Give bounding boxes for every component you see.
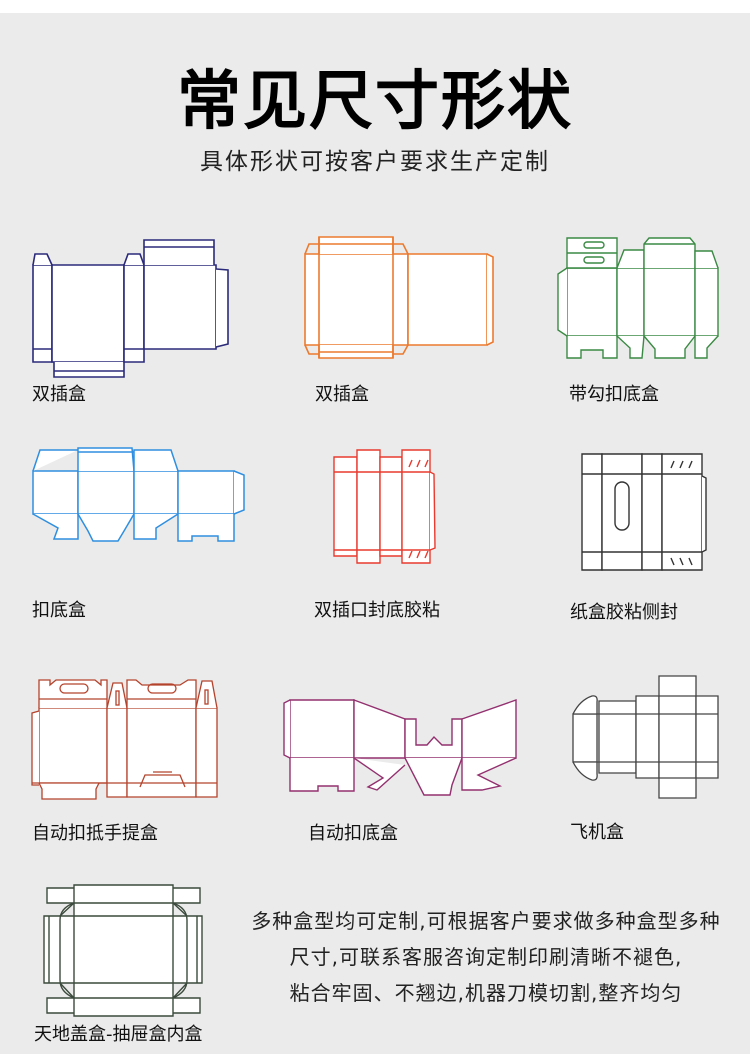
shape-card-double-tuck-navy: 双插盒 [30, 232, 260, 405]
description-line: 粘合牢固、不翘边,机器刀模切割,整齐均匀 [289, 981, 683, 1005]
description-line: 多种盒型均可定制,可根据客户要求做多种盒型多种 [251, 909, 721, 933]
shape-label: 带勾扣底盒 [569, 384, 659, 405]
shape-label: 纸盒胶粘侧封 [570, 602, 678, 623]
shape-card-tuck-glued-bottom: 双插口封底胶粘 [314, 449, 514, 626]
auto-lock-handle-box-dieline-icon [31, 679, 218, 800]
shape-label: 双插盒 [315, 384, 369, 405]
shape-label: 飞机盒 [570, 822, 624, 843]
shape-label: 自动扣底盒 [308, 823, 398, 844]
shape-label: 扣底盒 [32, 600, 86, 621]
lock-bottom-box-dieline-icon [32, 447, 245, 542]
mailer-box-dieline-icon [572, 675, 719, 799]
shape-label: 双插盒 [32, 384, 86, 405]
double-tuck-box-dieline-icon [32, 239, 229, 378]
double-tuck-box-dieline-icon [304, 236, 494, 359]
side-glued-carton-dieline-icon [581, 453, 707, 571]
description-text: 多种盒型均可定制,可根据客户要求做多种盒型多种 尺寸,可联系客服咨询定制印刷清晰… [222, 903, 750, 1011]
shape-card-lock-bottom: 扣底盒 [30, 446, 260, 626]
shape-label: 自动扣抵手提盒 [32, 823, 158, 844]
shape-card-side-glued: 纸盒胶粘侧封 [570, 452, 750, 626]
top-strip [0, 0, 750, 13]
shape-label: 双插口封底胶粘 [314, 600, 440, 621]
shape-label: 天地盖盒-抽屉盒内盒 [34, 1024, 203, 1045]
hang-tab-lock-bottom-box-dieline-icon [557, 237, 719, 359]
shape-card-hang-tab-lock-bottom: 带勾扣底盒 [555, 236, 750, 406]
shape-card-auto-lock-bottom: 自动扣底盒 [282, 695, 532, 845]
shape-card-lid-base-box: 天地盖盒-抽屉盒内盒 [30, 880, 230, 1050]
tuck-end-glued-bottom-dieline-icon [333, 449, 436, 564]
auto-lock-bottom-box-dieline-icon [283, 698, 517, 796]
shape-card-handle-box: 自动扣抵手提盒 [30, 675, 260, 845]
page-subtitle: 具体形状可按客户要求生产定制 [200, 149, 550, 175]
shape-card-mailer-box: 飞机盒 [570, 672, 750, 846]
lid-base-drawer-box-dieline-icon [43, 884, 203, 1017]
page-title: 常见尺寸形状 [177, 65, 573, 139]
shape-card-double-tuck-orange: 双插盒 [304, 232, 525, 405]
description-line: 尺寸,可联系客服咨询定制印刷清晰不褪色, [289, 945, 683, 969]
